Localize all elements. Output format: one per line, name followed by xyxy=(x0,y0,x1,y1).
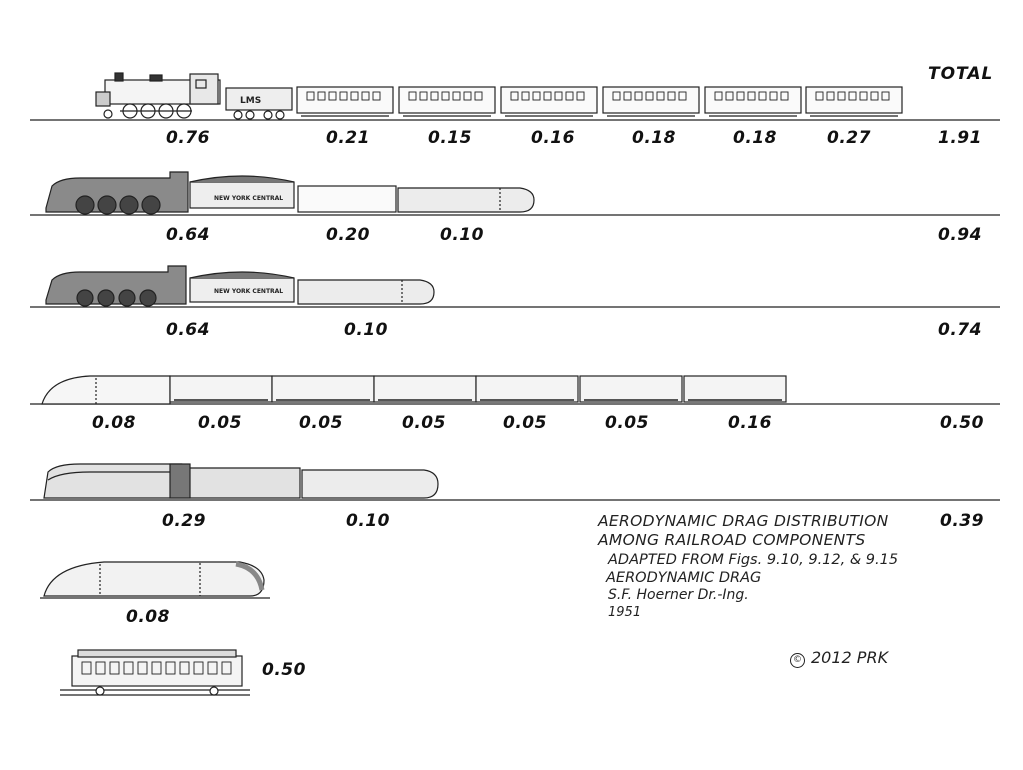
row3-drag-value: 0.10 xyxy=(344,320,388,340)
caption-author: S.F. Hoerner Dr.-Ing. xyxy=(608,587,749,603)
row1-total-value: 1.91 xyxy=(938,128,982,148)
trolley-window xyxy=(207,661,218,675)
row2-drag-value: 0.10 xyxy=(440,225,484,245)
row1-lms-tender xyxy=(225,87,293,120)
lms-tender-text: LMS xyxy=(240,96,261,106)
trolley-window xyxy=(165,661,176,675)
row2-drag-value: 0.20 xyxy=(326,225,370,245)
row2-streamlined-tail xyxy=(397,187,535,213)
caption-book-title: AERODYNAMIC DRAG xyxy=(606,569,762,586)
row7-trolley-windows xyxy=(81,661,232,675)
row1-drag-value: 0.16 xyxy=(531,128,575,148)
trolley-window xyxy=(151,661,162,675)
row7-trolley-car xyxy=(60,649,250,696)
row1-drag-value: 0.15 xyxy=(428,128,472,148)
row5-streamlined-car xyxy=(301,469,439,499)
trolley-window xyxy=(109,661,120,675)
row6-drag-value: 0.08 xyxy=(126,607,170,627)
row1-drag-value: 0.76 xyxy=(166,128,210,148)
row1-drag-value: 0.18 xyxy=(632,128,676,148)
row4-smooth-car xyxy=(271,375,375,403)
row2-nyc-train xyxy=(45,171,535,215)
row4-smooth-car xyxy=(683,375,787,403)
row3-nyc-train xyxy=(45,265,435,307)
trolley-window xyxy=(221,661,232,675)
row1-coaches xyxy=(296,86,903,117)
row4-total-value: 0.50 xyxy=(940,413,984,433)
row4-drag-value: 0.05 xyxy=(402,413,446,433)
trolley-window xyxy=(123,661,134,675)
trolley-window xyxy=(193,661,204,675)
trolley-window xyxy=(137,661,148,675)
row4-drag-value: 0.05 xyxy=(503,413,547,433)
caption-title-line1: AERODYNAMIC DRAG DISTRIBUTION xyxy=(598,512,889,530)
row1-steam-train xyxy=(95,72,293,120)
row3-streamlined-tail xyxy=(297,279,435,305)
copyright-notice: © 2012 PRK xyxy=(790,648,888,668)
trolley-window xyxy=(179,661,190,675)
row4-smooth-car xyxy=(579,375,683,403)
row5-streamlined-train xyxy=(43,463,439,499)
trolley-window xyxy=(95,661,106,675)
row4-drag-value: 0.16 xyxy=(728,413,772,433)
total-column-header: TOTAL xyxy=(928,64,994,84)
row7-drag-value: 0.50 xyxy=(262,660,306,680)
row5-drag-value: 0.10 xyxy=(346,511,390,531)
row1-coach xyxy=(704,86,802,117)
row1-coach xyxy=(398,86,496,117)
row4-smooth-car xyxy=(475,375,579,403)
row2-nyc-tender-text: NEW YORK CENTRAL xyxy=(214,195,283,202)
row2-coach xyxy=(297,185,397,213)
row6-streamlined-body xyxy=(43,561,265,597)
row1-coach xyxy=(296,86,394,117)
row1-drag-value: 0.18 xyxy=(733,128,777,148)
row4-drag-value: 0.05 xyxy=(605,413,649,433)
row1-drag-value: 0.21 xyxy=(326,128,370,148)
copyright-text: 2012 PRK xyxy=(811,648,889,667)
row1-coach xyxy=(500,86,598,117)
row1-coach xyxy=(805,86,903,117)
row4-smooth-car xyxy=(373,375,477,403)
row1-drag-value: 0.27 xyxy=(827,128,871,148)
caption-title-line2: AMONG RAILROAD COMPONENTS xyxy=(598,531,866,550)
row3-nyc-tender-text: NEW YORK CENTRAL xyxy=(214,288,283,295)
row3-total-value: 0.74 xyxy=(938,320,982,340)
row5-total-value: 0.39 xyxy=(940,511,984,531)
caption-source-line: ADAPTED FROM Figs. 9.10, 9.12, & 9.15 xyxy=(608,551,899,568)
row1-coach xyxy=(602,86,700,117)
trolley-window xyxy=(81,661,92,675)
row4-drag-value: 0.08 xyxy=(92,413,136,433)
ground-lines xyxy=(30,119,1000,696)
row4-smooth-car xyxy=(169,375,273,403)
caption-block: AERODYNAMIC DRAG DISTRIBUTION AMONG RAIL… xyxy=(598,512,898,621)
row4-drag-value: 0.05 xyxy=(198,413,242,433)
row2-nyc-locomotive xyxy=(45,171,189,213)
row4-cars xyxy=(169,375,787,403)
copyright-icon: © xyxy=(790,653,805,668)
caption-year: 1951 xyxy=(608,604,642,620)
row1-steam-locomotive xyxy=(95,72,221,119)
row3-nyc-locomotive xyxy=(45,265,187,305)
row2-drag-value: 0.64 xyxy=(166,225,210,245)
row4-streamlined-train xyxy=(41,375,171,405)
row5-drag-value: 0.29 xyxy=(162,511,206,531)
row4-streamlined-nose xyxy=(41,375,171,405)
row2-total-value: 0.94 xyxy=(938,225,982,245)
row4-drag-value: 0.05 xyxy=(299,413,343,433)
row3-drag-value: 0.64 xyxy=(166,320,210,340)
